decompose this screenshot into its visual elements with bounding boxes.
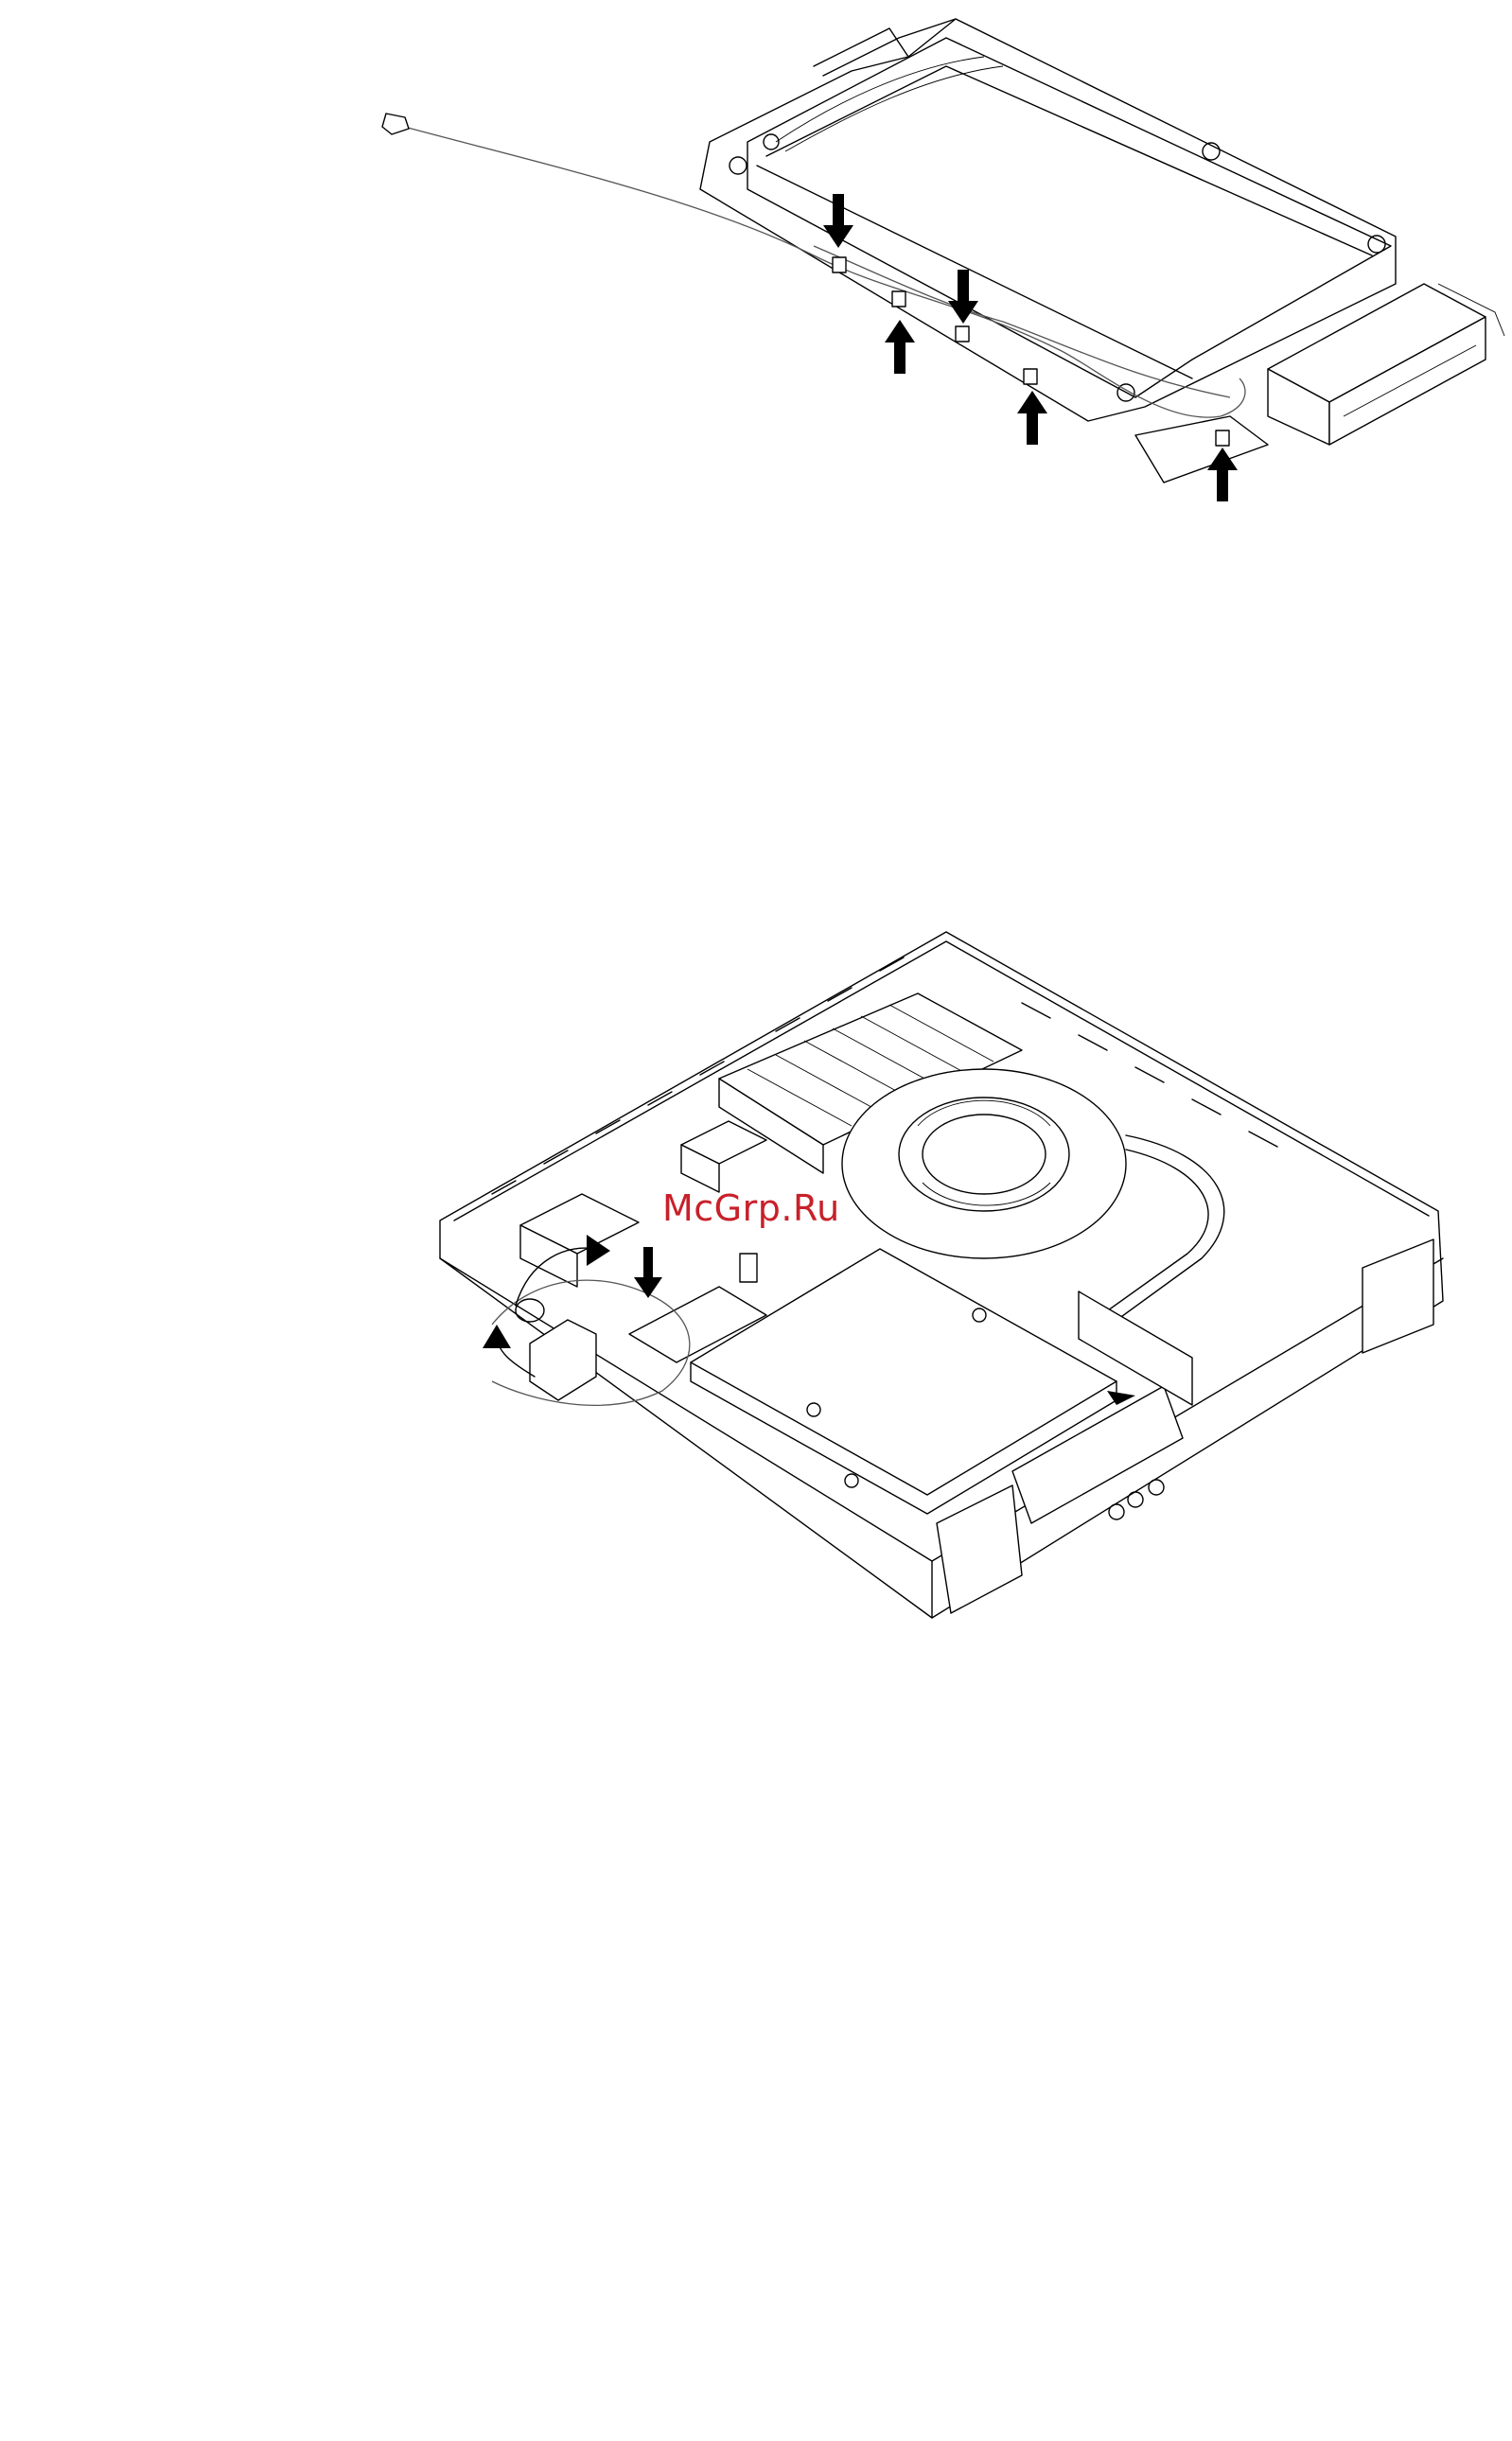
hard-drive-cable-routing-illustration xyxy=(0,0,1512,568)
chassis-interior-wifi-antenna-illustration xyxy=(0,908,1512,1646)
watermark-text: McGrp.Ru xyxy=(662,1187,840,1229)
